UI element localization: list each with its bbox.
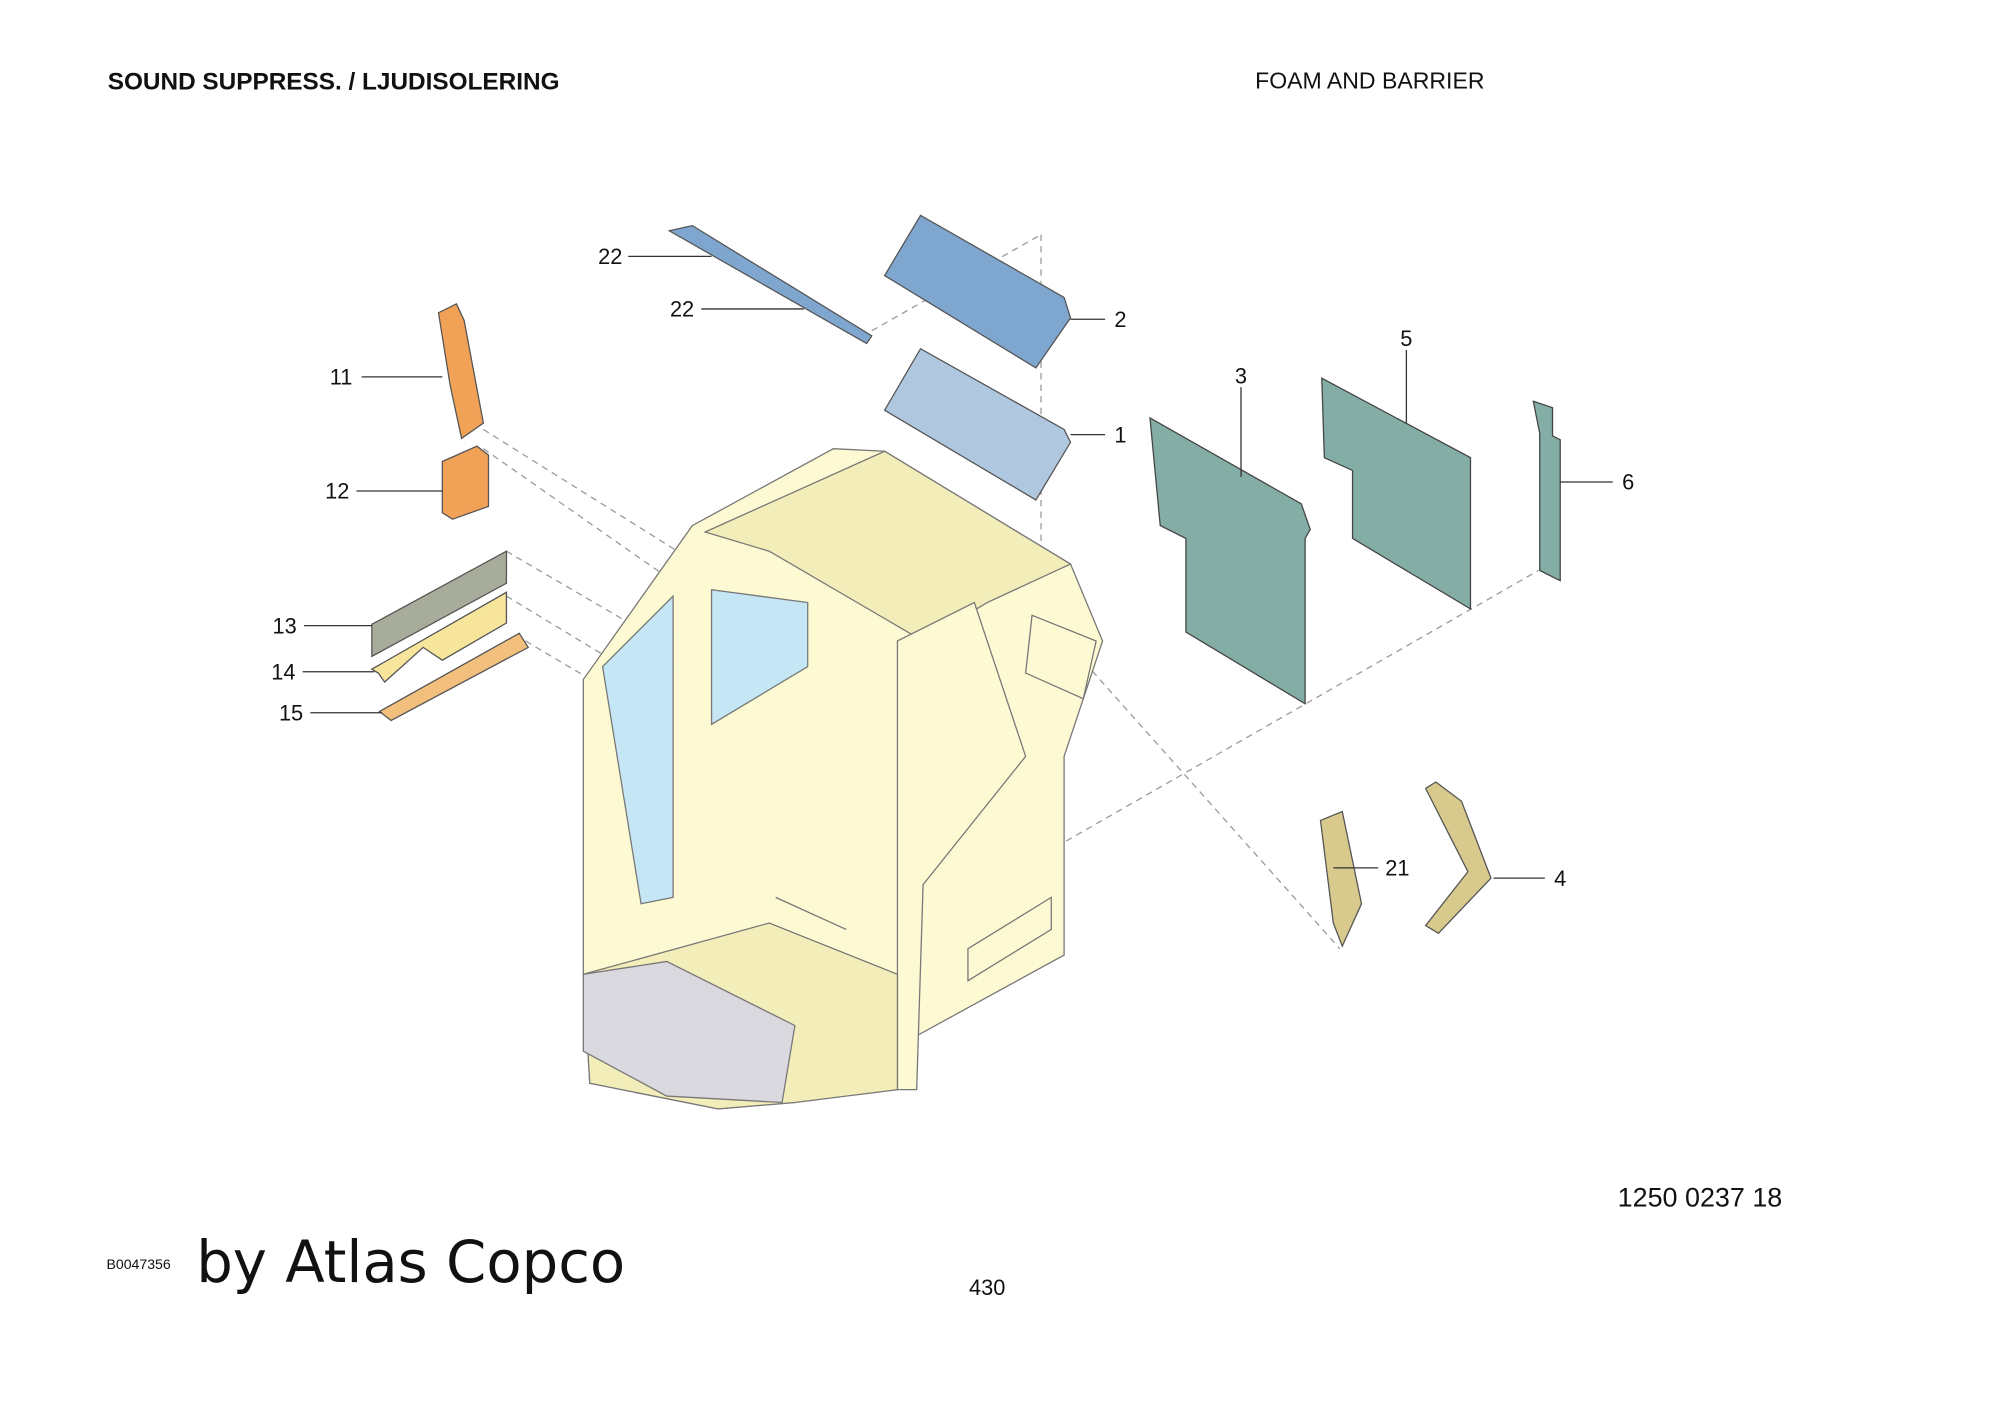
part-22-strip — [667, 224, 873, 345]
callout-1: 1 — [1114, 422, 1126, 447]
part-5-panel — [1321, 377, 1472, 611]
part-15-gasket — [378, 632, 530, 722]
image-id: B0047356 — [106, 1256, 170, 1272]
part-4-foam — [1424, 781, 1492, 935]
page-number: 430 — [969, 1275, 1005, 1300]
part-14-barrier — [370, 591, 508, 683]
callout-labels: 2 1 3 5 6 4 21 11 12 13 14 15 22 22 — [271, 244, 1634, 891]
part-11-foam — [437, 302, 485, 440]
cab-frame-illustration — [582, 448, 1104, 1110]
page-title: SOUND SUPPRESS. / LJUDISOLERING — [108, 69, 560, 96]
callout-5: 5 — [1400, 326, 1412, 351]
callout-3: 3 — [1235, 363, 1247, 388]
callout-13: 13 — [273, 613, 297, 638]
part-21-foam — [1319, 810, 1363, 948]
part-6-strip — [1532, 400, 1561, 582]
callout-15: 15 — [279, 700, 303, 725]
callout-2: 2 — [1114, 307, 1126, 332]
callout-11: 11 — [330, 365, 353, 390]
part-number: 1250 0237 18 — [1618, 1182, 1783, 1212]
callout-14: 14 — [271, 659, 295, 684]
part-12-foam — [441, 445, 490, 520]
part-3-panel — [1149, 416, 1311, 705]
callout-21: 21 — [1385, 856, 1409, 881]
callout-22-upper: 22 — [598, 244, 622, 269]
callout-4: 4 — [1554, 866, 1566, 891]
callout-22-lower: 22 — [670, 297, 694, 322]
part-1-panel — [883, 347, 1072, 501]
callout-6: 6 — [1622, 470, 1634, 495]
watermark: by Atlas Copco — [196, 1228, 625, 1296]
part-13-barrier — [371, 550, 508, 658]
section-title: FOAM AND BARRIER — [1255, 67, 1484, 93]
callout-12: 12 — [325, 479, 349, 504]
part-2-panel — [883, 214, 1072, 369]
